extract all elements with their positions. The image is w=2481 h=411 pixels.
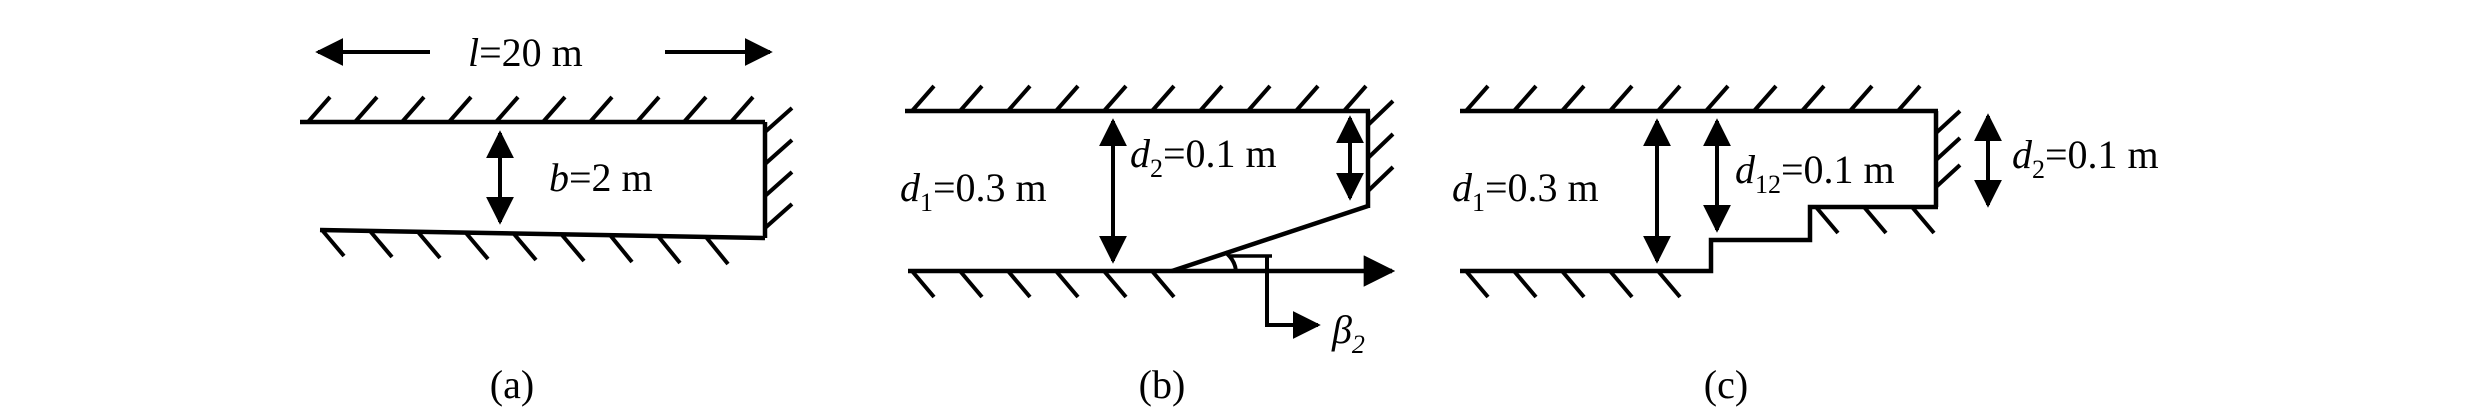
end-wall-hatching xyxy=(1366,99,1395,193)
width-label: b=2 m xyxy=(549,155,653,200)
angle-label: β2 xyxy=(1331,307,1365,359)
d1-label: d1=0.3 m xyxy=(900,165,1047,217)
caption-b: (b) xyxy=(1139,362,1186,407)
caption-a: (a) xyxy=(490,362,534,407)
panel-c: d1=0.3 m d12=0.1 m d2=0.1 m (c) xyxy=(1452,84,2159,407)
panel-a: l=20 m xyxy=(300,30,794,407)
end-wall-hatching xyxy=(763,106,794,230)
end-wall-hatching xyxy=(1934,109,1962,189)
top-wall-hatching xyxy=(306,95,755,124)
d1-label: d1=0.3 m xyxy=(1452,165,1599,217)
panel-b: β2 d1=0.3 m d2=0.1 m (b) xyxy=(900,84,1396,407)
d2-label: d2=0.1 m xyxy=(2012,132,2159,184)
sloped-bed xyxy=(1171,203,1369,274)
top-wall-hatching xyxy=(910,84,1368,113)
bottom-wall-hatching xyxy=(1464,205,1936,299)
d12-label: d12=0.1 m xyxy=(1735,147,1895,199)
top-wall-hatching xyxy=(1464,84,1922,113)
d2-label: d2=0.1 m xyxy=(1130,131,1277,183)
bottom-wall xyxy=(319,227,766,241)
angle-pointer xyxy=(1265,256,1321,339)
bottom-wall-hatching xyxy=(320,228,730,266)
angle-leader xyxy=(1223,250,1238,272)
length-label: l=20 m xyxy=(468,30,583,75)
stepped-bed xyxy=(1460,204,1938,274)
caption-c: (c) xyxy=(1704,362,1748,407)
bottom-wall-hatching xyxy=(910,269,1176,299)
